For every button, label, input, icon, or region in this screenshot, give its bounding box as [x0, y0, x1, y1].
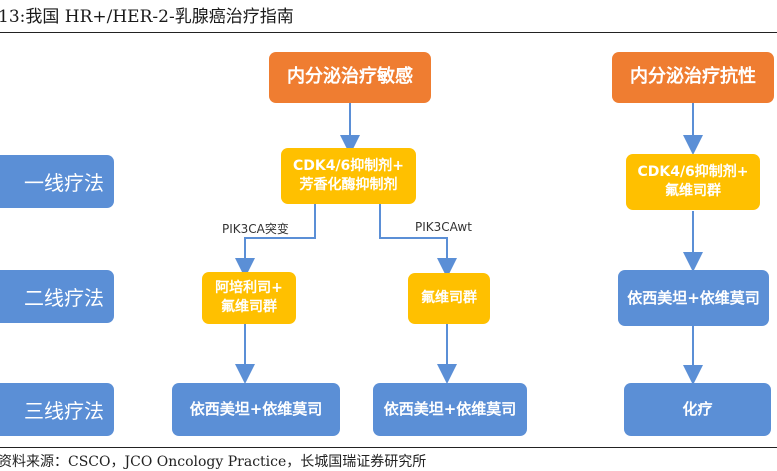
third-line-label-text: 三线疗法 — [24, 399, 104, 423]
resistant-second-line-text: 依西美坦+依维莫司 — [627, 288, 760, 307]
resistant-second-line-box: 依西美坦+依维莫司 — [618, 270, 769, 326]
sensitive-header-text: 内分泌治疗敏感 — [287, 66, 413, 88]
sensitive-second-left-text-1: 阿培利司+ — [215, 280, 283, 297]
first-line-label-text: 一线疗法 — [24, 171, 104, 195]
sensitive-third-right-text: 依西美坦+依维莫司 — [383, 400, 517, 419]
sensitive-first-line-box: CDK4/6抑制剂+ 芳香化酶抑制剂 — [281, 148, 416, 204]
figure-title: 13:我国 HR+/HER-2-乳腺癌治疗指南 — [0, 7, 294, 27]
resistant-first-line-text-1: CDK4/6抑制剂+ — [637, 164, 749, 181]
resistant-first-line-text-2: 氟维司群 — [665, 183, 721, 199]
sensitive-third-right-box: 依西美坦+依维莫司 — [373, 383, 527, 436]
source-note: 资料来源：CSCO，JCO Oncology Practice，长城国瑞证券研究… — [0, 454, 427, 470]
third-line-label: 三线疗法 — [0, 383, 114, 436]
bottom-rule — [0, 447, 777, 448]
second-line-label-text: 二线疗法 — [24, 286, 104, 310]
sensitive-third-left-text: 依西美坦+依维莫司 — [189, 400, 323, 419]
sensitive-second-left-box: 阿培利司+ 氟维司群 — [202, 272, 296, 324]
resistant-third-line-box: 化疗 — [624, 383, 771, 436]
resistant-first-line-box: CDK4/6抑制剂+ 氟维司群 — [626, 154, 760, 210]
sensitive-first-line-text-2: 芳香化酶抑制剂 — [299, 177, 398, 193]
resistant-header-text: 内分泌治疗抗性 — [630, 66, 756, 88]
second-line-label: 二线疗法 — [0, 270, 114, 323]
sensitive-second-right-text: 氟维司群 — [421, 290, 477, 307]
resistant-third-line-text: 化疗 — [682, 400, 713, 419]
sensitive-second-left-text-2: 氟维司群 — [221, 299, 277, 315]
branch-label-mutation: PIK3CA突变 — [222, 222, 289, 236]
arrow-first-to-second-right — [379, 204, 457, 278]
resistant-header-box: 内分泌治疗抗性 — [612, 52, 774, 103]
sensitive-second-right-box: 氟维司群 — [408, 273, 490, 324]
branch-label-wildtype: PIK3CAwt — [415, 220, 472, 234]
first-line-label: 一线疗法 — [0, 155, 114, 208]
sensitive-third-left-box: 依西美坦+依维莫司 — [172, 383, 340, 436]
sensitive-first-line-text-1: CDK4/6抑制剂+ — [292, 158, 405, 175]
arrow-first-to-second-left — [235, 204, 316, 278]
sensitive-header-box: 内分泌治疗敏感 — [269, 52, 431, 103]
top-rule — [0, 32, 777, 33]
